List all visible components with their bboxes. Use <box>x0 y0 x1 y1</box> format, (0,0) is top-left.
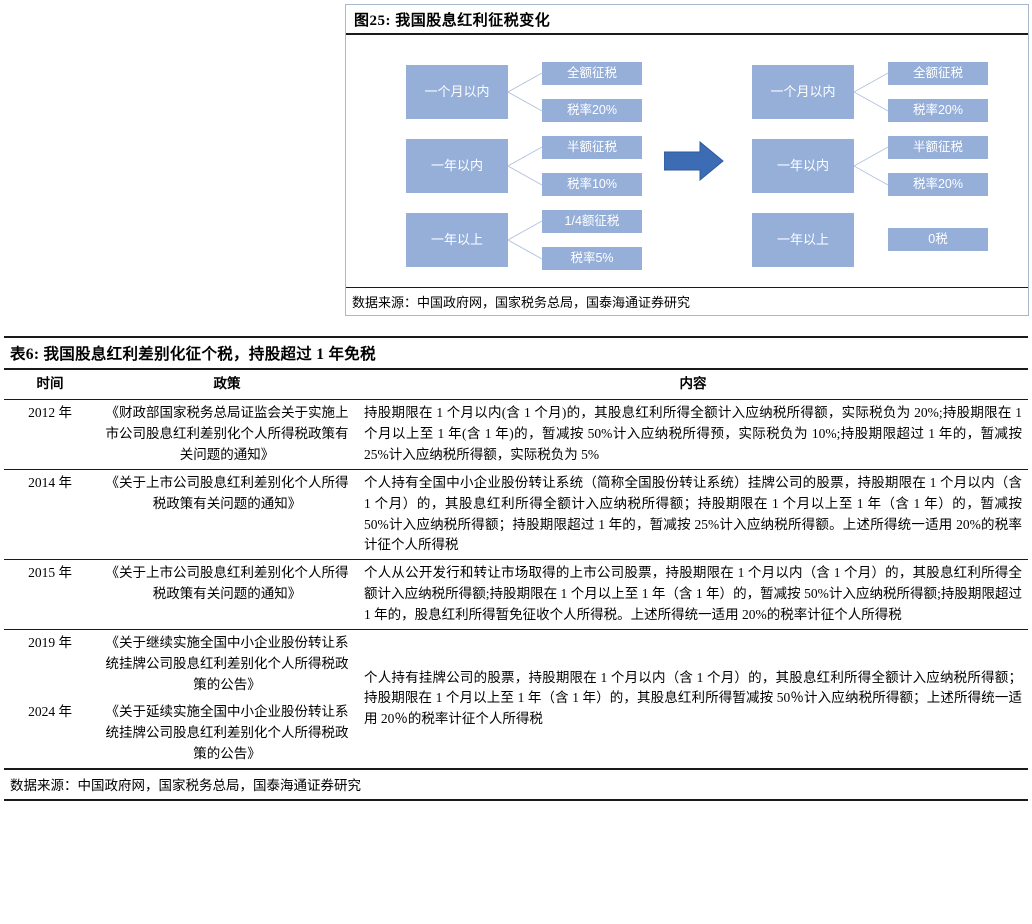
cell-time: 2014 年 <box>4 469 96 561</box>
after-detail-box-1-1: 全额征税 <box>888 62 988 85</box>
table-header: 时间 政策 内容 <box>4 370 1028 400</box>
before-detail-box-1-2: 税率20% <box>542 99 642 122</box>
after-detail-box-2-1: 半额征税 <box>888 136 988 159</box>
cell-policy: 《关于上市公司股息红利差别化个人所得税政策有关问题的通知》 <box>96 559 358 631</box>
cell-content: 持股期限在 1 个月以内(含 1 个月)的，其股息红利所得全额计入应纳税所得额，… <box>358 399 1028 470</box>
after-detail-box-1-2: 税率20% <box>888 99 988 122</box>
cell-policy: 《财政部国家税务总局证监会关于实施上市公司股息红利差别化个人所得税政策有关问题的… <box>96 399 358 470</box>
after-period-box-3: 一年以上 <box>752 213 854 267</box>
before-detail-box-3-1: 1/4额征税 <box>542 210 642 233</box>
figure-panel: 图25: 我国股息红利征税变化 一个月以内 全额征税 税率20% 一年以内 半额… <box>345 4 1029 316</box>
cell-time: 2012 年 <box>4 399 96 470</box>
before-period-box-2: 一年以内 <box>406 139 508 193</box>
cell-time: 2015 年 <box>4 559 96 631</box>
cell-content-merged: 个人持有挂牌公司的股票，持股期限在 1 个月以内（含 1 个月）的，其股息红利所… <box>364 669 1022 727</box>
figure-source-bar: 数据来源：中国政府网，国家税务总局，国泰海通证券研究 <box>346 287 1028 314</box>
cell-policy: 《关于继续实施全国中小企业股份转让系统挂牌公司股息红利差别化个人所得税政策的公告… <box>105 635 349 692</box>
table-title-bar: 表6: 我国股息红利差别化征个税，持股超过 1 年免税 <box>4 336 1028 370</box>
after-period-box-1: 一个月以内 <box>752 65 854 119</box>
after-period-box-2: 一年以内 <box>752 139 854 193</box>
cell-content: 个人持有全国中小企业股份转让系统（简称全国股份转让系统）挂牌公司的股票，持股期限… <box>358 469 1028 561</box>
table-source-note: 数据来源：中国政府网，国家税务总局，国泰海通证券研究 <box>10 777 361 793</box>
table-section: 表6: 我国股息红利差别化征个税，持股超过 1 年免税 时间 政策 内容 201… <box>4 336 1028 801</box>
right-arrow-icon <box>664 141 724 181</box>
figure-title: 图25: 我国股息红利征税变化 <box>354 12 551 29</box>
connector-lines-before <box>507 72 889 260</box>
cell-policy: 《关于延续实施全国中小企业股份转让系统挂牌公司股息红利差别化个人所得税政策的公告… <box>105 703 349 761</box>
table-row: 2019 年 《关于继续实施全国中小企业股份转让系统挂牌公司股息红利差别化个人所… <box>4 630 1028 726</box>
before-period-box-1: 一个月以内 <box>406 65 508 119</box>
column-header-time: 时间 <box>4 370 96 400</box>
table-title: 表6: 我国股息红利差别化征个税，持股超过 1 年免税 <box>10 346 376 363</box>
table-body: 2012 年 《财政部国家税务总局证监会关于实施上市公司股息红利差别化个人所得税… <box>4 399 1028 767</box>
table-source-bar: 数据来源：中国政府网，国家税务总局，国泰海通证券研究 <box>4 767 1028 801</box>
before-detail-box-3-2: 税率5% <box>542 247 642 270</box>
cell-time: 2024 年 <box>28 703 72 719</box>
figure-title-bar: 图25: 我国股息红利征税变化 <box>346 5 1028 35</box>
table-row: 2012 年 《财政部国家税务总局证监会关于实施上市公司股息红利差别化个人所得税… <box>4 399 1028 470</box>
after-detail-box-2-2: 税率20% <box>888 173 988 196</box>
table-row: 2024 年 《关于延续实施全国中小企业股份转让系统挂牌公司股息红利差别化个人所… <box>4 699 1028 768</box>
table-row: 2014 年 《关于上市公司股息红利差别化个人所得税政策有关问题的通知》 个人持… <box>4 469 1028 561</box>
before-detail-box-2-1: 半额征税 <box>542 136 642 159</box>
before-detail-box-1-1: 全额征税 <box>542 62 642 85</box>
policy-table: 时间 政策 内容 2012 年 《财政部国家税务总局证监会关于实施上市公司股息红… <box>4 370 1028 768</box>
cell-time: 2019 年 <box>28 635 72 651</box>
table-header-row: 时间 政策 内容 <box>4 370 1028 400</box>
figure-source-note: 数据来源：中国政府网，国家税务总局，国泰海通证券研究 <box>352 294 691 310</box>
before-detail-box-2-2: 税率10% <box>542 173 642 196</box>
column-header-policy: 政策 <box>96 370 358 400</box>
figure-diagram: 一个月以内 全额征税 税率20% 一年以内 半额征税 税率10% 一年以上 1/… <box>346 35 1028 287</box>
cell-content: 个人从公开发行和转让市场取得的上市公司股票，持股期限在 1 个月以内（含 1 个… <box>358 559 1028 631</box>
table-row: 2015 年 《关于上市公司股息红利差别化个人所得税政策有关问题的通知》 个人从… <box>4 559 1028 631</box>
after-detail-box-3-1: 0税 <box>888 228 988 251</box>
before-period-box-3: 一年以上 <box>406 213 508 267</box>
column-header-content: 内容 <box>358 370 1028 400</box>
cell-policy: 《关于上市公司股息红利差别化个人所得税政策有关问题的通知》 <box>96 469 358 561</box>
